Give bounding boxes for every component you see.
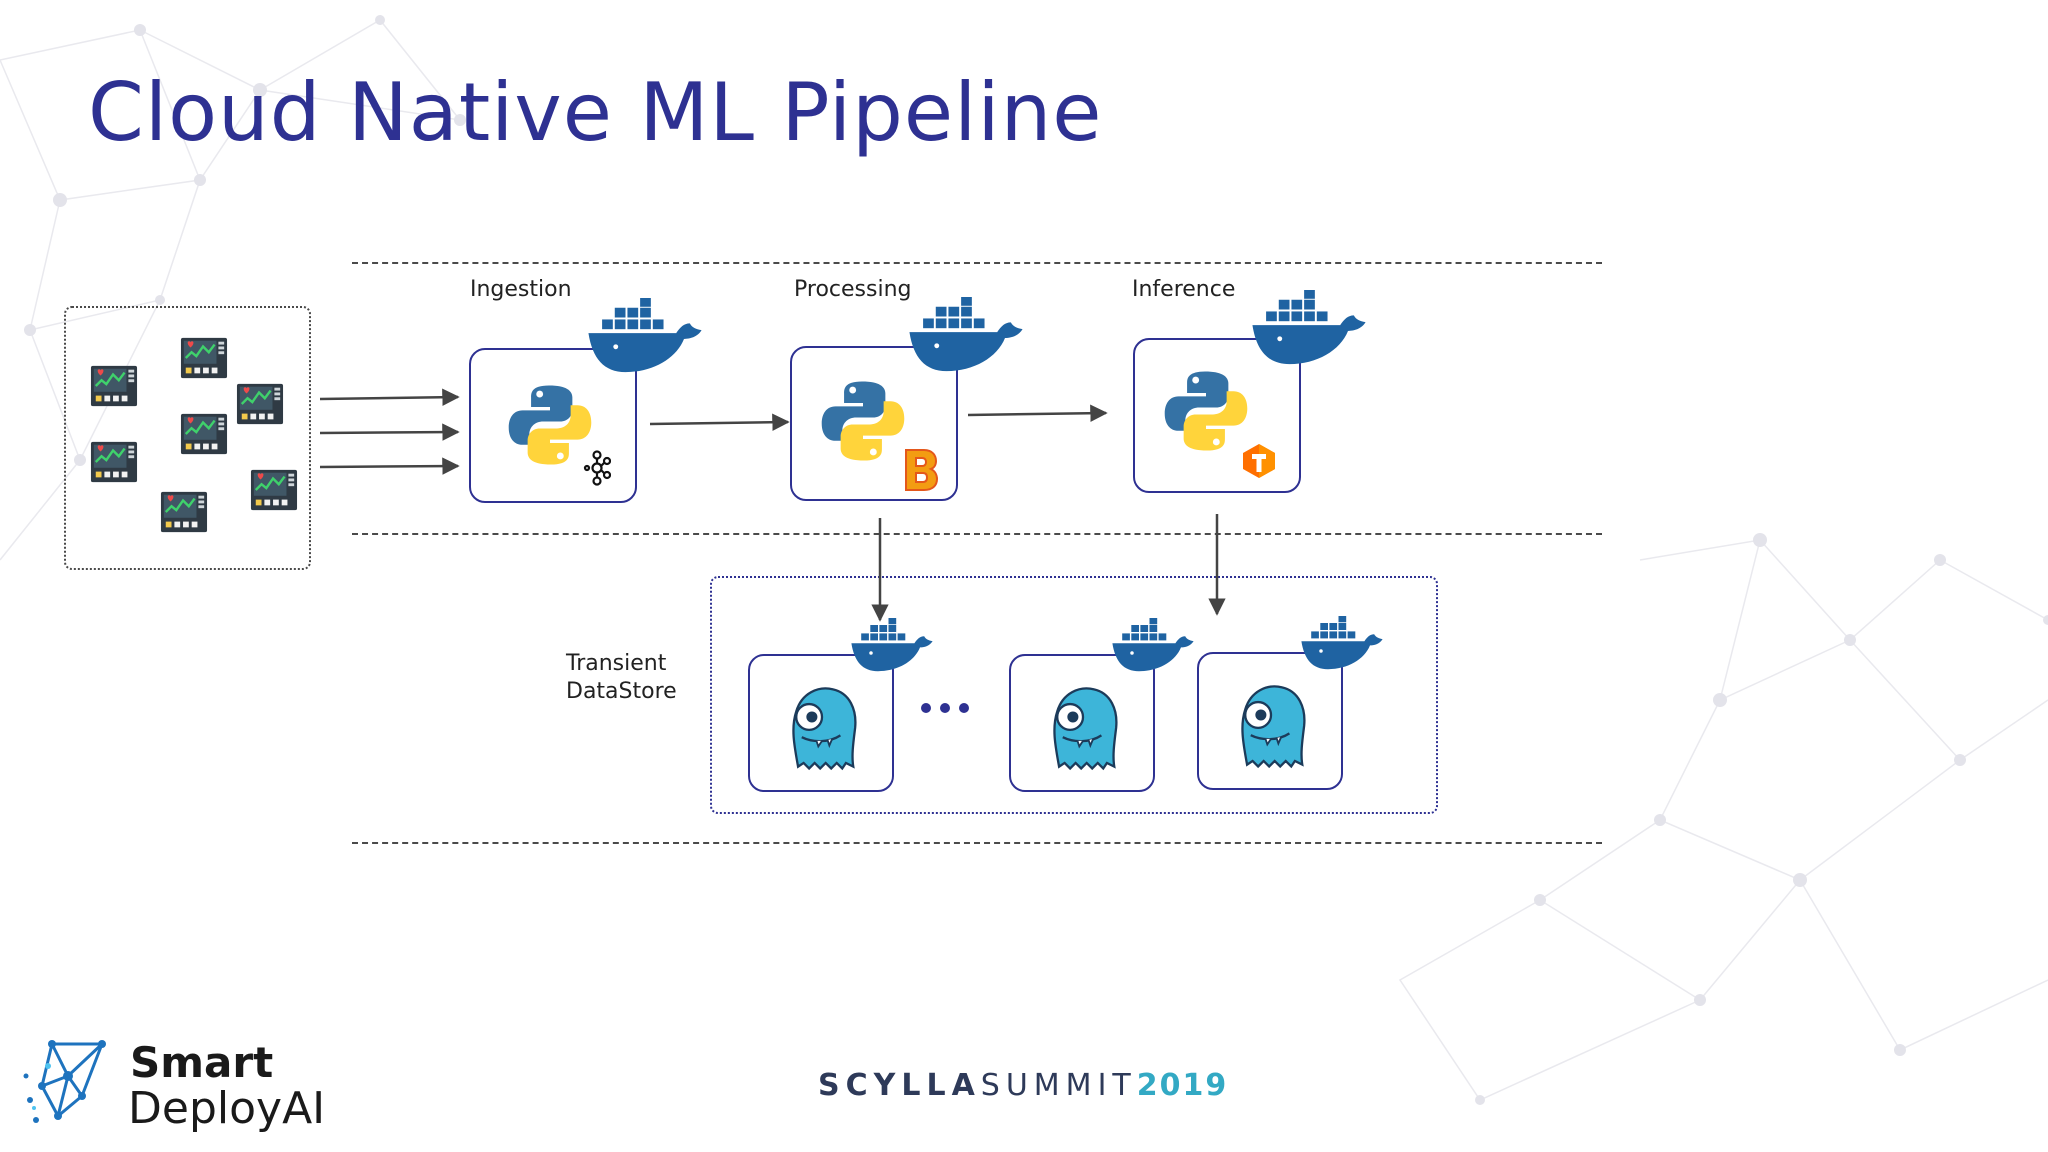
datastore-label-line1: Transient bbox=[566, 651, 667, 676]
datastore-group bbox=[710, 576, 1438, 814]
event-branding-scylla: SCYLLA bbox=[818, 1068, 981, 1103]
slide-title: Cloud Native ML Pipeline bbox=[88, 66, 1103, 159]
logo-line-smart: Smart bbox=[130, 1038, 274, 1087]
datastore-label-line2: DataStore bbox=[566, 679, 677, 704]
scylla-node-2 bbox=[1009, 654, 1155, 792]
data-sources-group bbox=[64, 306, 311, 570]
event-branding-year: 2019 bbox=[1136, 1068, 1229, 1103]
event-branding-summit: SUMMIT bbox=[980, 1068, 1137, 1103]
logo-line-deployai: DeployAI bbox=[128, 1083, 326, 1134]
arrow-source-to-ingestion-1 bbox=[319, 388, 460, 406]
arrow-source-to-ingestion-2 bbox=[319, 423, 460, 441]
smartdeployai-logo-icon bbox=[23, 1040, 106, 1123]
arrow-processing-to-inference bbox=[967, 404, 1108, 422]
tensorflow-icon bbox=[1243, 444, 1275, 478]
arrow-ingestion-to-processing bbox=[649, 413, 790, 431]
lane-divider-top bbox=[352, 262, 1602, 264]
event-branding: SCYLLASUMMIT2019 bbox=[818, 1068, 1228, 1103]
stage-label-inference: Inference bbox=[1132, 277, 1236, 302]
scylla-node-3 bbox=[1197, 652, 1343, 790]
more-nodes-ellipsis-icon bbox=[921, 703, 969, 713]
ingestion-node bbox=[469, 348, 637, 503]
arrow-source-to-ingestion-3 bbox=[319, 457, 460, 475]
bytewax-b-icon bbox=[905, 449, 938, 491]
scylla-node-1 bbox=[748, 654, 894, 792]
inference-node bbox=[1133, 338, 1301, 493]
datastore-label: Transient DataStore bbox=[566, 650, 677, 706]
processing-node bbox=[790, 346, 958, 501]
lane-divider-bottom bbox=[352, 842, 1602, 844]
kafka-icon bbox=[583, 450, 611, 486]
stage-label-processing: Processing bbox=[794, 277, 912, 302]
lane-divider-middle bbox=[352, 533, 1602, 535]
stage-label-ingestion: Ingestion bbox=[470, 277, 572, 302]
